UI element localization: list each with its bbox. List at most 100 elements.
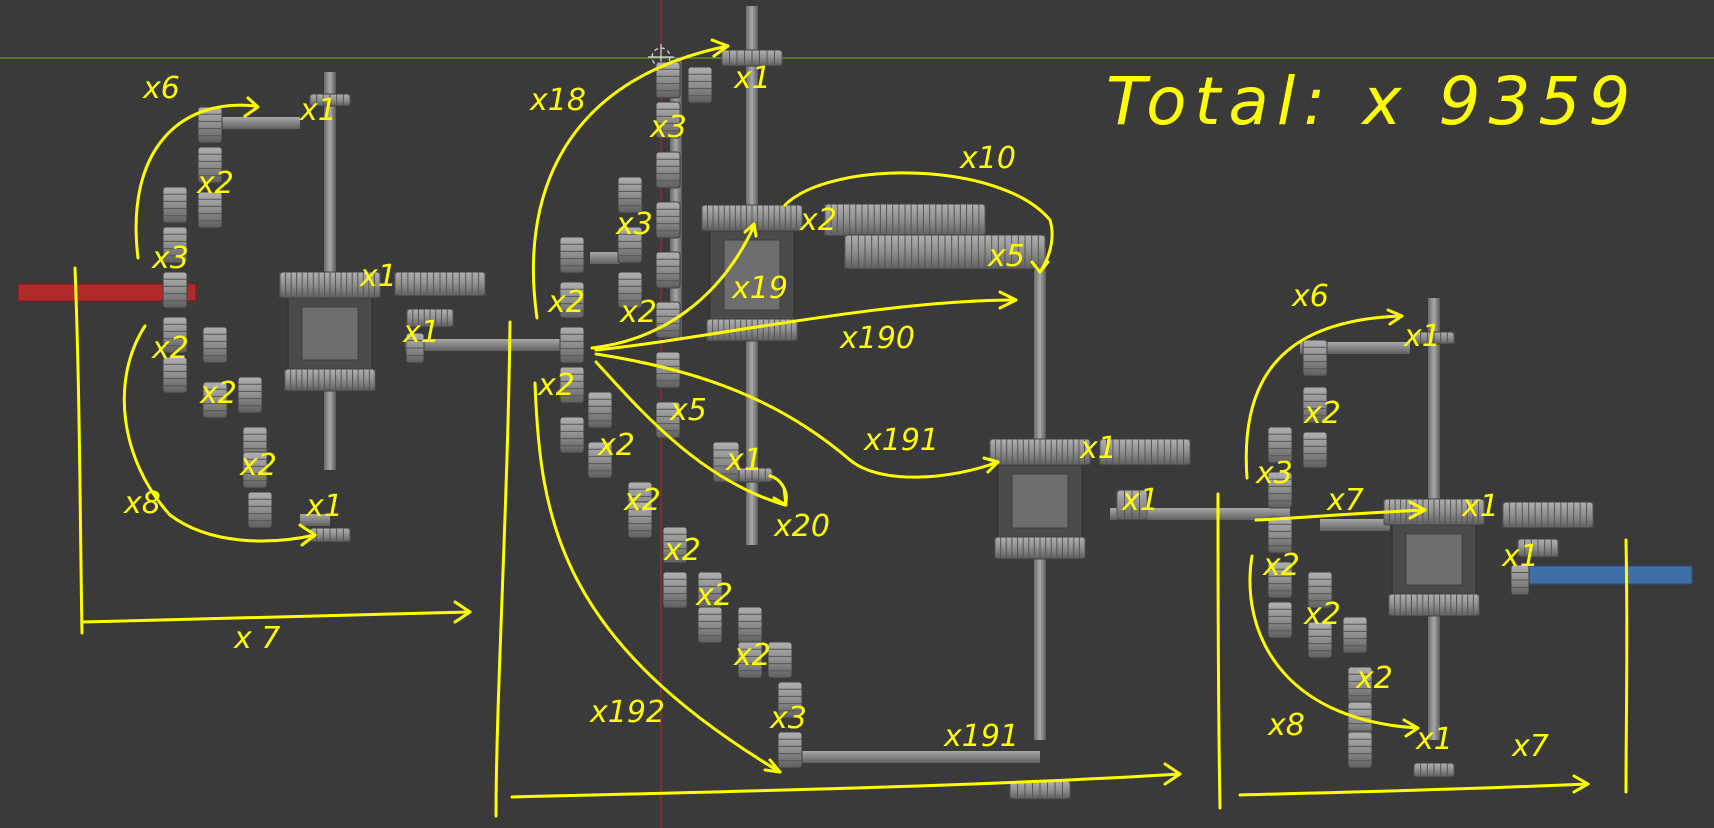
- count-label-aj: x191: [943, 719, 1019, 754]
- gear-body: [656, 302, 680, 338]
- count-label-aq: x7: [1326, 483, 1364, 518]
- count-label-ax: x1: [1415, 722, 1453, 757]
- annotation-stroke: [1240, 784, 1588, 795]
- spur-gear: [203, 327, 227, 363]
- count-label-an: x1: [1403, 319, 1441, 354]
- count-label-c: x2: [196, 166, 234, 201]
- count-label-ak: x1: [1079, 431, 1117, 466]
- count-label-ad: x20: [773, 509, 830, 544]
- spur-gear: [560, 327, 584, 363]
- count-label-g: x2: [151, 331, 189, 366]
- count-label-d: x3: [151, 241, 189, 276]
- count-label-t: x10: [959, 141, 1016, 176]
- differential-housing: [998, 464, 1082, 538]
- count-label-ac: x2: [623, 483, 661, 518]
- count-label-ah: x192: [589, 695, 665, 730]
- gear-body: [163, 272, 187, 308]
- annotation-stroke: [1218, 494, 1220, 808]
- count-label-x: x190: [839, 321, 915, 356]
- count-label-ao: x2: [1303, 396, 1341, 431]
- spur-gear: [663, 572, 687, 608]
- spur-gear: [656, 152, 680, 188]
- gear-body: [248, 492, 272, 528]
- count-label-v: x19: [731, 271, 788, 306]
- crown-gear: [395, 272, 485, 296]
- spur-gear: [248, 492, 272, 528]
- count-label-r: x2: [619, 295, 657, 330]
- vertical-axle: [324, 72, 336, 470]
- spur-gear: [656, 252, 680, 288]
- gear-body: [656, 202, 680, 238]
- gear-body: [663, 572, 687, 608]
- annotation-stroke: [1626, 540, 1627, 792]
- gear-body: [656, 252, 680, 288]
- count-label-f: x1: [402, 315, 440, 350]
- count-label-j: x8: [123, 486, 161, 521]
- count-label-s: x2: [537, 368, 575, 403]
- gear-body: [656, 152, 680, 188]
- spur-gear: [1343, 617, 1367, 653]
- spur-gear: [1348, 732, 1372, 768]
- gear-body: [688, 67, 712, 103]
- differential-spider: [1406, 534, 1462, 585]
- gear-body: [768, 642, 792, 678]
- gear-body: [203, 327, 227, 363]
- gear-body: [560, 327, 584, 363]
- gear-body: [560, 417, 584, 453]
- count-label-aw: x8: [1267, 708, 1305, 743]
- spur-gear: [1268, 602, 1292, 638]
- spur-gear: [688, 67, 712, 103]
- count-label-ai: x3: [769, 701, 807, 736]
- annotation-stroke: [512, 774, 1180, 797]
- gear-body: [163, 187, 187, 223]
- count-label-u: x2: [799, 203, 837, 238]
- horizontal-axle: [1320, 519, 1390, 531]
- count-label-p: x3: [615, 207, 653, 242]
- spur-gear: [163, 187, 187, 223]
- crown-gear: [990, 439, 1090, 465]
- count-label-i: x2: [239, 448, 277, 483]
- total-count-label: Total: x 9359: [1106, 63, 1638, 140]
- annotation-stroke: [75, 268, 82, 633]
- count-label-aa: x191: [863, 423, 939, 458]
- crown-gear: [1389, 594, 1479, 616]
- gear-body: [560, 237, 584, 273]
- crown-gear: [825, 204, 985, 236]
- gear-body: [238, 377, 262, 413]
- count-label-am: x6: [1291, 279, 1329, 314]
- count-label-ar: x1: [1461, 489, 1499, 524]
- crown-gear: [1010, 781, 1070, 799]
- count-label-o: x3: [649, 110, 687, 145]
- count-label-e: x1: [359, 259, 397, 294]
- spur-gear: [238, 377, 262, 413]
- gear-body: [588, 392, 612, 428]
- count-label-as: x1: [1501, 539, 1539, 574]
- count-label-a: x6: [142, 71, 180, 106]
- count-label-au: x2: [1303, 597, 1341, 632]
- differential-spider: [302, 307, 358, 360]
- count-label-av: x2: [1355, 661, 1393, 696]
- count-label-b: x1: [299, 93, 337, 128]
- differential-housing: [1392, 524, 1476, 595]
- differential-housing: [288, 297, 372, 370]
- count-label-al: x1: [1121, 483, 1159, 518]
- count-label-ab: x1: [725, 443, 763, 478]
- gear-body: [1348, 732, 1372, 768]
- gear-body: [1268, 602, 1292, 638]
- gear-body: [778, 732, 802, 768]
- count-label-af: x2: [695, 578, 733, 613]
- spur-gear: [656, 202, 680, 238]
- annotation-stroke: [496, 322, 510, 816]
- count-label-q: x2: [547, 285, 585, 320]
- count-label-k: x1: [305, 489, 343, 524]
- spur-gear: [1303, 432, 1327, 468]
- count-label-ap: x3: [1255, 456, 1293, 491]
- spur-gear: [768, 642, 792, 678]
- crown-gear: [995, 537, 1085, 559]
- count-label-h: x2: [199, 376, 237, 411]
- count-label-w: x5: [987, 239, 1025, 274]
- horizontal-axle: [590, 252, 620, 264]
- count-label-z: x2: [597, 428, 635, 463]
